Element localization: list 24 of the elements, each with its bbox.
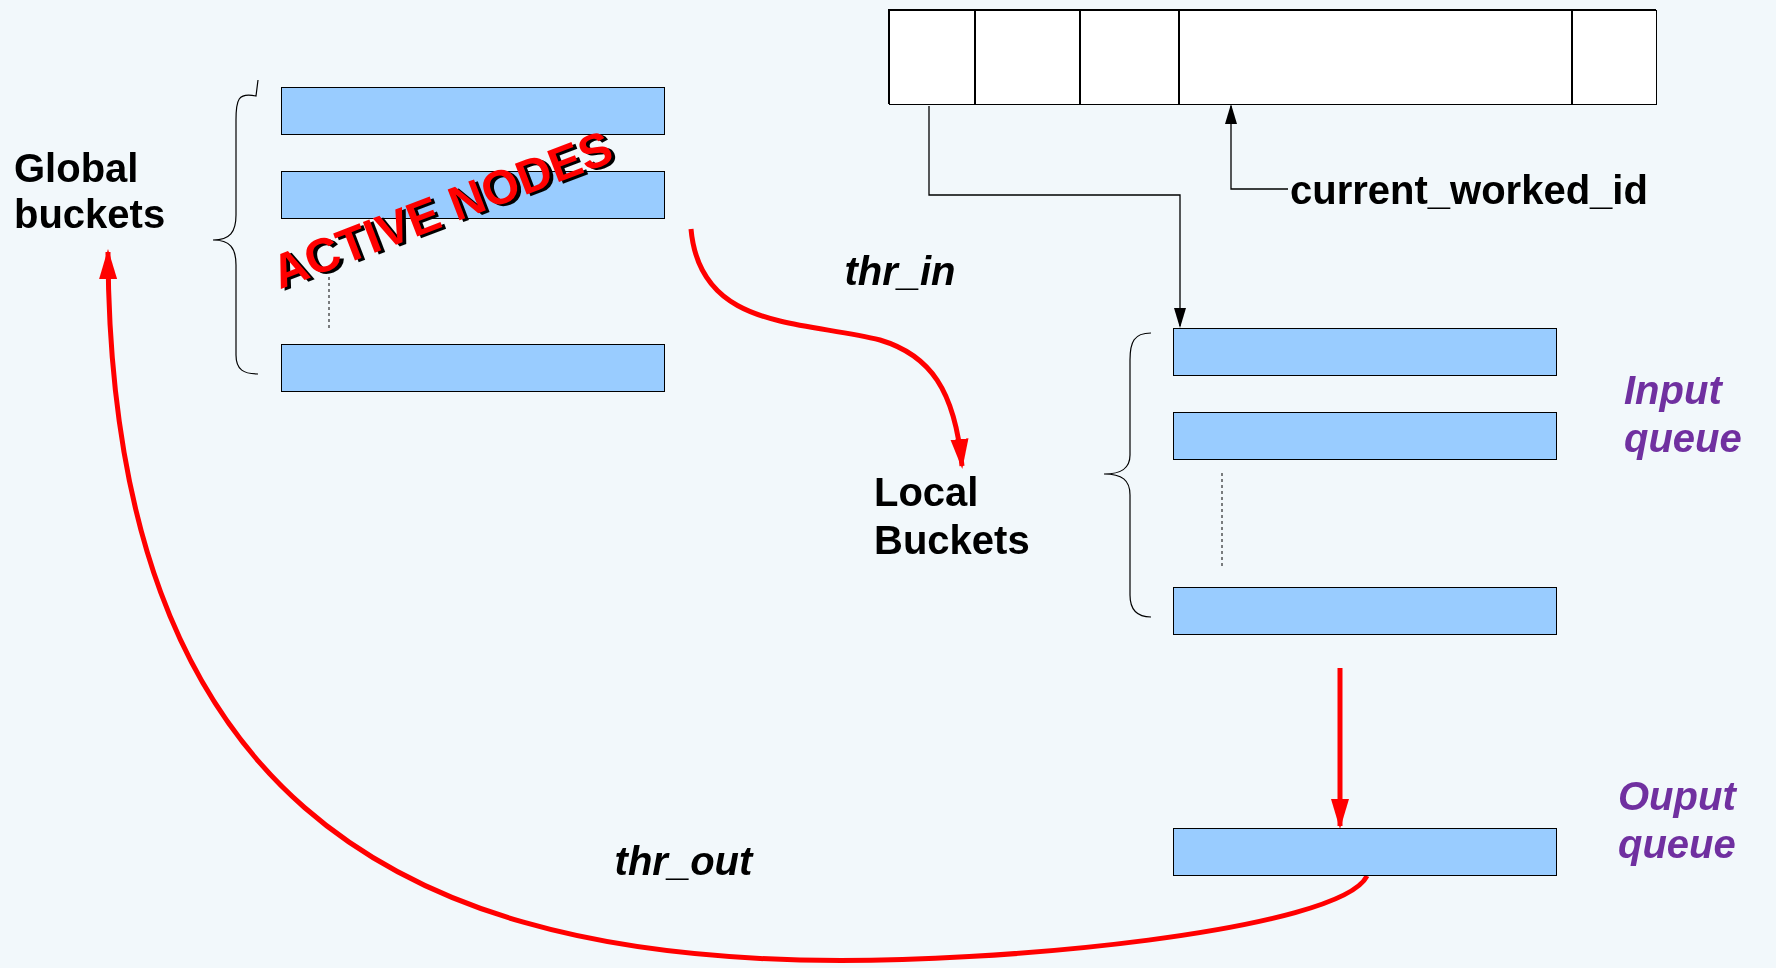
node-label: current_worked_id (1290, 166, 1740, 216)
edge-label: thr_out (613, 838, 755, 884)
array-cell (1179, 10, 1572, 105)
arrow (688, 228, 968, 469)
node-label: Local Buckets (874, 468, 1074, 574)
array-cell (1080, 10, 1179, 105)
bucket-bar (1173, 328, 1557, 376)
arrow (928, 105, 1186, 328)
arrow (100, 249, 1369, 963)
node-label: Input queue (1624, 366, 1774, 470)
bucket-bar (1173, 828, 1557, 876)
bucket-bar (281, 87, 665, 135)
arrow (1331, 668, 1349, 829)
bucket-bar (1173, 412, 1557, 460)
edge-label: thr_in (843, 248, 957, 294)
array-cell (975, 10, 1080, 105)
array-box (888, 9, 1656, 104)
node-label: Global buckets (14, 145, 204, 249)
array-cell (1572, 10, 1657, 105)
bucket-bar (1173, 587, 1557, 635)
arrow (1225, 104, 1289, 190)
bucket-bar (281, 344, 665, 392)
node-label: Ouput queue (1618, 772, 1768, 876)
array-cell (889, 10, 975, 105)
